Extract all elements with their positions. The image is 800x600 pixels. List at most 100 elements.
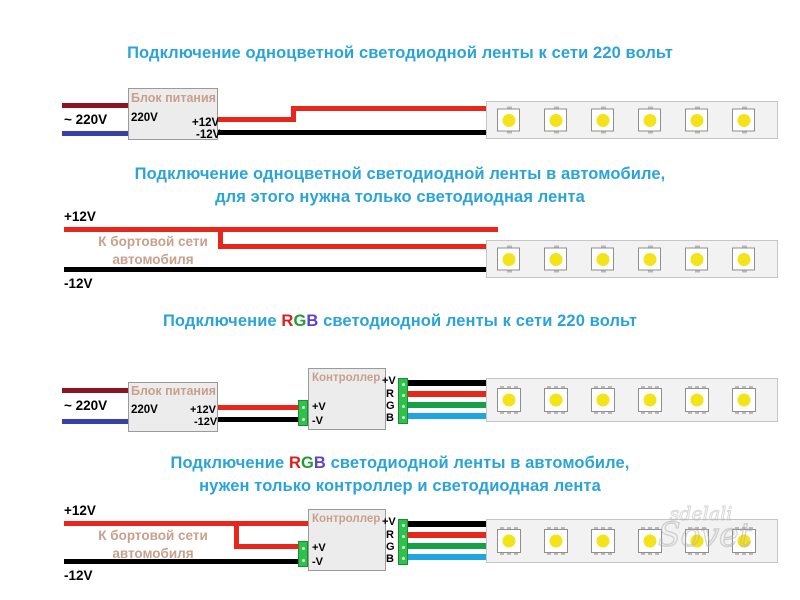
mains-neutral-wire-1	[62, 131, 140, 136]
controller-output-label-v-4: +V	[382, 516, 396, 528]
dc-minus-wire-1	[218, 130, 491, 135]
led-package	[497, 245, 520, 273]
led-package-rgb	[685, 386, 709, 414]
power-supply-block-3	[128, 382, 218, 432]
section-1-title: Подключение одноцветной светодиодной лен…	[0, 42, 800, 65]
rgb-wire-g-4	[408, 543, 488, 549]
led-package-rgb	[544, 527, 568, 555]
dc-plus-wire-riser-1	[291, 106, 296, 122]
controller-input-terminal-4	[298, 541, 308, 567]
led-package	[685, 245, 708, 273]
mains-label-1: ~ 220V	[64, 112, 108, 127]
power-supply-output-plus-1: +12V	[192, 117, 220, 129]
section-4-title-line-2: нужен только контроллер и светодиодная л…	[199, 477, 601, 495]
led-package	[732, 245, 755, 273]
led-package-rgb	[685, 527, 709, 555]
led-package	[544, 106, 567, 134]
plus-label-4: +12V	[64, 503, 96, 518]
power-supply-input-label-1: 220V	[131, 112, 158, 124]
controller-input-plus-4: +V	[312, 542, 326, 554]
led-strip-4	[486, 519, 778, 563]
rgb-wire-v-3	[408, 380, 488, 386]
car-plus-wire-riser-2	[218, 227, 223, 249]
led-package-rgb	[732, 386, 756, 414]
minus-label-4: -12V	[64, 568, 93, 583]
section-3-title-g: G	[293, 312, 307, 330]
section-3-title-b: B	[306, 312, 319, 330]
car-note-line-2-2: автомобиля	[112, 252, 194, 267]
section-1-title-line-1: Подключение одноцветной светодиодной лен…	[127, 44, 673, 62]
mains-live-wire-3	[62, 388, 140, 393]
led-package-rgb	[591, 527, 615, 555]
section-2-title: Подключение одноцветной светодиодной лен…	[0, 163, 800, 209]
car-minus-wire-4	[64, 559, 310, 564]
car-plus-wire-riser-4	[234, 521, 239, 549]
controller-title-3: Контроллер	[312, 372, 381, 384]
car-plus-wire-4a	[64, 521, 310, 526]
controller-output-label-b-3: B	[386, 412, 394, 424]
section-4-title-part-1: Подключение	[170, 454, 289, 472]
led-package-rgb	[638, 386, 662, 414]
power-supply-output-minus-1: -12V	[196, 129, 221, 141]
psu-to-controller-minus-3	[218, 417, 298, 422]
car-plus-wire-2a	[64, 227, 498, 232]
power-supply-block-1	[128, 88, 218, 140]
car-note-line-1-2: К бортовой сети	[98, 234, 208, 249]
led-strip-2	[486, 240, 778, 278]
section-4-title-r: R	[288, 454, 301, 472]
section-4-title-b: B	[313, 454, 326, 472]
led-package	[544, 245, 567, 273]
rgb-wire-b-3	[408, 413, 488, 419]
led-package-rgb	[591, 386, 615, 414]
led-package-rgb	[638, 527, 662, 555]
controller-input-plus-3: +V	[312, 401, 326, 413]
controller-input-minus-4: -V	[312, 556, 323, 568]
controller-title-4: Контроллер	[312, 513, 381, 525]
car-minus-wire-2	[64, 267, 498, 272]
led-package-rgb	[732, 527, 756, 555]
car-plus-wire-4b	[234, 544, 310, 549]
led-package	[497, 106, 520, 134]
controller-input-terminal-3	[298, 400, 308, 426]
rgb-wire-g-3	[408, 402, 488, 408]
section-4-title: Подключение RGB светодиодной ленты в авт…	[0, 452, 800, 498]
controller-output-label-b-4: B	[386, 553, 394, 565]
controller-output-terminal-4	[398, 519, 408, 565]
section-3-title: Подключение RGB светодиодной ленты к сет…	[0, 310, 800, 333]
mains-label-3: ~ 220V	[64, 398, 108, 413]
controller-output-label-g-3: G	[386, 400, 395, 412]
led-package	[591, 245, 614, 273]
section-3-title-r: R	[281, 312, 294, 330]
mains-neutral-wire-3	[62, 419, 140, 424]
controller-input-minus-3: -V	[312, 415, 323, 427]
controller-block-4	[308, 509, 386, 571]
rgb-wire-b-4	[408, 554, 488, 560]
power-supply-title-1: Блок питания	[131, 91, 216, 105]
rgb-wire-v-4	[408, 521, 488, 527]
section-2-title-line-1: Подключение одноцветной светодиодной лен…	[134, 165, 666, 183]
section-3-title-part-1: Подключение	[162, 312, 282, 330]
led-strip-1	[486, 101, 778, 139]
plus-label-2: +12V	[64, 209, 96, 224]
rgb-wire-r-4	[408, 532, 488, 538]
power-supply-output-minus-3: -12V	[194, 416, 218, 428]
power-supply-title-3: Блок питания	[131, 384, 216, 398]
controller-block-3	[308, 368, 386, 430]
car-plus-wire-2b	[218, 244, 498, 249]
rgb-wire-r-3	[408, 391, 488, 397]
minus-label-2: -12V	[64, 276, 93, 291]
led-strip-3	[486, 378, 778, 422]
controller-output-label-g-4: G	[386, 541, 395, 553]
led-package	[591, 106, 614, 134]
section-4-title-g: G	[300, 454, 314, 472]
section-3-title-part-2: светодиодной ленты к сети 220 вольт	[318, 312, 638, 330]
section-2-title-line-2: для этого нужна только светодиодная лент…	[215, 188, 585, 206]
led-package	[638, 106, 661, 134]
led-package-rgb	[497, 386, 521, 414]
led-package	[732, 106, 755, 134]
dc-plus-wire-1a	[218, 117, 296, 122]
section-4-title-part-2: светодиодной ленты в автомобиле,	[325, 454, 630, 472]
led-package-rgb	[497, 527, 521, 555]
section-4-title-line-1: Подключение RGB светодиодной ленты в авт…	[0, 452, 800, 475]
